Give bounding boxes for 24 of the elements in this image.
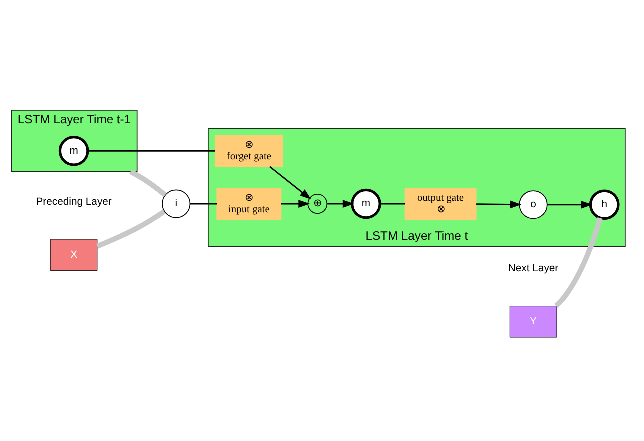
node-box: X bbox=[50, 239, 98, 271]
node-box: ⊗ input gate bbox=[216, 188, 282, 220]
node-circle: ⊕ bbox=[308, 194, 328, 214]
connector bbox=[130, 170, 167, 198]
node-circle: h bbox=[589, 190, 620, 220]
arrow bbox=[328, 200, 354, 208]
node-circle: i bbox=[162, 190, 191, 218]
arrow bbox=[281, 200, 310, 208]
node-box: ⊗ forget gate bbox=[214, 135, 284, 168]
node-label: Preceding Layer bbox=[36, 196, 112, 208]
connector bbox=[190, 203, 218, 205]
node-box: Y bbox=[510, 306, 558, 338]
connector bbox=[96, 210, 166, 249]
node-label: Next Layer bbox=[508, 264, 559, 275]
node-circle: o bbox=[519, 190, 548, 220]
arrow bbox=[476, 200, 522, 209]
connector bbox=[88, 150, 216, 152]
connector bbox=[554, 218, 603, 308]
arrow bbox=[269, 166, 312, 200]
node-box: output gate ⊗ bbox=[404, 188, 477, 220]
arrow bbox=[547, 200, 593, 209]
node-circle: m bbox=[351, 188, 382, 220]
node-circle: m bbox=[58, 136, 90, 166]
connector bbox=[380, 203, 406, 205]
